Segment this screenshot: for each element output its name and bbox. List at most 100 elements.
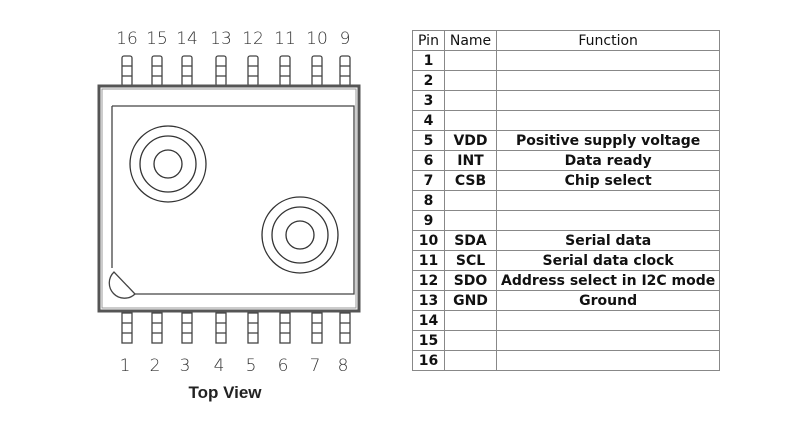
port-circle-1 [129, 125, 207, 203]
function-cell [495, 90, 721, 111]
header-pin: Pin [412, 30, 445, 51]
pin-lead [181, 312, 193, 344]
pin-cell: 5 [412, 130, 445, 151]
function-cell [495, 110, 721, 131]
function-cell [495, 210, 721, 231]
pin-number-label: 15 [146, 29, 168, 49]
pin-number-label: 9 [340, 29, 351, 49]
name-cell: SDA [444, 230, 497, 251]
name-cell [444, 50, 497, 71]
function-cell: Positive supply voltage [495, 130, 721, 151]
table-row: 15 [412, 330, 721, 351]
function-cell: Address select in I2C mode [495, 270, 721, 291]
function-cell [495, 330, 721, 351]
pin-lead [279, 312, 291, 344]
pin-lead [339, 312, 351, 344]
pin-lead [247, 55, 259, 87]
function-cell [495, 310, 721, 331]
pin-number-label: 5 [246, 356, 257, 376]
table-row: 4 [412, 110, 721, 131]
function-cell: Ground [495, 290, 721, 311]
table-row: 14 [412, 310, 721, 331]
function-cell: Data ready [495, 150, 721, 171]
name-cell [444, 90, 497, 111]
pin-number-label: 12 [242, 29, 264, 49]
chip-body-outline [97, 84, 361, 313]
pin-cell: 13 [412, 290, 445, 311]
pin-lead [215, 312, 227, 344]
pin-cell: 2 [412, 70, 445, 91]
pin-lead [121, 312, 133, 344]
name-cell [444, 190, 497, 211]
name-cell: CSB [444, 170, 497, 191]
pin-number-label: 10 [306, 29, 328, 49]
name-cell [444, 210, 497, 231]
name-cell: SCL [444, 250, 497, 271]
top-pin-row: 16 15 14 13 12 11 10 9 [116, 29, 351, 87]
pin-cell: 14 [412, 310, 445, 331]
pin-lead [279, 55, 291, 87]
pin-lead [311, 55, 323, 87]
pin-number-label: 13 [210, 29, 232, 49]
function-cell [495, 70, 721, 91]
header-name: Name [444, 30, 497, 51]
pin-number-label: 2 [150, 356, 161, 376]
pin-cell: 15 [412, 330, 445, 351]
pin-cell: 16 [412, 350, 445, 371]
table-row: 16 [412, 350, 721, 371]
pin-number-label: 6 [278, 356, 289, 376]
pin-cell: 3 [412, 90, 445, 111]
pin-lead [181, 55, 193, 87]
table-row: 8 [412, 190, 721, 211]
pin-cell: 10 [412, 230, 445, 251]
pin-cell: 9 [412, 210, 445, 231]
name-cell: SDO [444, 270, 497, 291]
name-cell [444, 310, 497, 331]
table-row: 2 [412, 70, 721, 91]
function-cell: Serial data [495, 230, 721, 251]
pin-lead [121, 55, 133, 87]
pin1-marker [108, 271, 136, 299]
pin-lead [339, 55, 351, 87]
name-cell [444, 110, 497, 131]
pin-number-label: 11 [274, 29, 296, 49]
function-cell [495, 350, 721, 371]
function-cell: Serial data clock [495, 250, 721, 271]
pin-cell: 12 [412, 270, 445, 291]
port-circle-2 [261, 196, 339, 274]
pin-cell: 11 [412, 250, 445, 271]
name-cell: GND [444, 290, 497, 311]
pin-number-label: 16 [116, 29, 138, 49]
function-cell [495, 50, 721, 71]
pin-number-label: 14 [176, 29, 198, 49]
pin-lead [151, 312, 163, 344]
name-cell: VDD [444, 130, 497, 151]
pin-cell: 1 [412, 50, 445, 71]
pin-number-label: 8 [338, 356, 349, 376]
chip-body-inner-edge [101, 88, 357, 309]
pin-lead [151, 55, 163, 87]
name-cell [444, 70, 497, 91]
pin-lead [247, 312, 259, 344]
pin-cell: 4 [412, 110, 445, 131]
function-cell [495, 190, 721, 211]
pin-cell: 7 [412, 170, 445, 191]
pin-number-label: 3 [180, 356, 191, 376]
name-cell [444, 330, 497, 351]
pin-number-label: 1 [120, 356, 131, 376]
pin-lead [311, 312, 323, 344]
pin-cell: 6 [412, 150, 445, 171]
pin-cell: 8 [412, 190, 445, 211]
table-row: 3 [412, 90, 721, 111]
table-row: 9 [412, 210, 721, 231]
table-header-row: Pin Name Function [412, 30, 721, 51]
chip-lid-outline [112, 105, 355, 295]
name-cell: INT [444, 150, 497, 171]
